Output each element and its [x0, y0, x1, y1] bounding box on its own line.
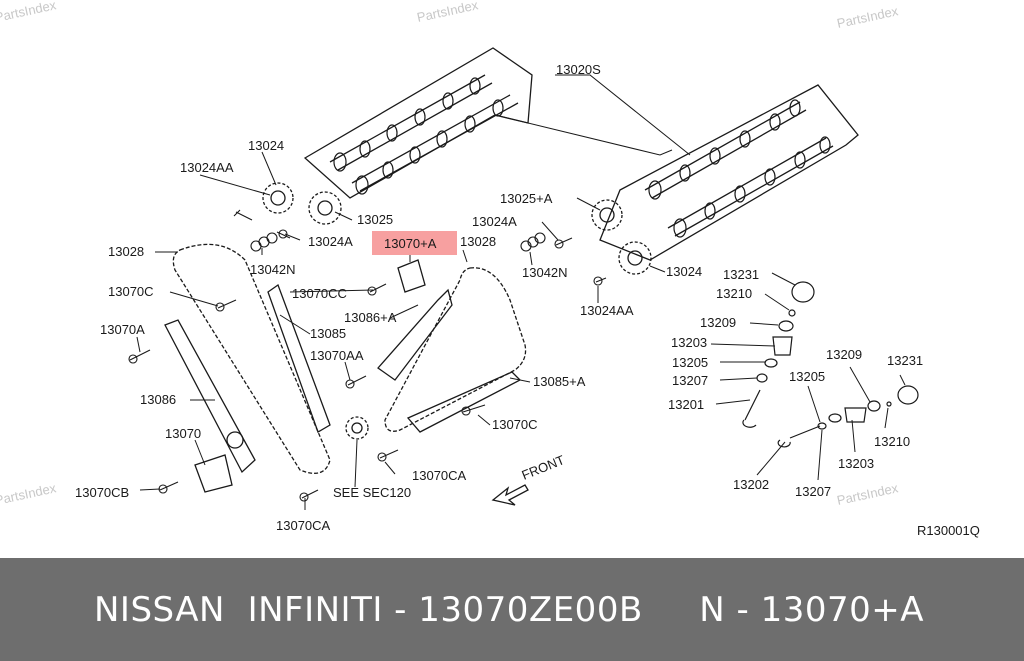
label-13070ca-right: 13070CA	[412, 468, 467, 483]
label-13042n-left: 13042N	[250, 262, 296, 277]
label-13070: 13070	[165, 426, 201, 441]
valve-train	[742, 281, 919, 448]
part-number-banner: NISSAN INFINITI - 13070ZE00B N - 13070+A	[0, 558, 1024, 661]
label-13086: 13086	[140, 392, 176, 407]
sprocket-13024-right	[618, 241, 652, 275]
label-13205-left: 13205	[672, 355, 708, 370]
label-13070c-right: 13070C	[492, 417, 538, 432]
label-13024: 13024	[248, 138, 284, 153]
label-13028-right: 13028	[460, 234, 496, 249]
label-13070ca-bottom: 13070CA	[276, 518, 331, 533]
camshaft-bracket-lines	[494, 74, 691, 156]
watermark: PartsIndex	[836, 480, 900, 508]
label-reference-code: R130001Q	[917, 523, 980, 538]
label-see-sec120: SEE SEC120	[333, 485, 411, 500]
label-13085-a: 13085+A	[533, 374, 586, 389]
camshaft-sprockets	[262, 182, 652, 275]
label-13025-a: 13025+A	[500, 191, 553, 206]
label-front: FRONT	[520, 452, 567, 483]
watermark: PartsIndex	[0, 480, 58, 508]
tensioner-13070-a	[397, 259, 426, 293]
sprocket-13025-a	[591, 199, 623, 231]
label-13025: 13025	[357, 212, 393, 227]
slack-guide-13086	[164, 319, 256, 474]
label-13042n-right: 13042N	[522, 265, 568, 280]
label-13210-top: 13210	[716, 286, 752, 301]
leader-lines	[136, 151, 906, 510]
sprocket-13024	[262, 182, 294, 214]
watermark: PartsIndex	[836, 3, 900, 31]
bolts-and-seals	[128, 209, 607, 502]
slack-guide-13086-a	[377, 288, 453, 381]
label-13024aa-right: 13024AA	[580, 303, 634, 318]
label-13028-left: 13028	[108, 244, 144, 259]
front-arrow	[491, 484, 529, 506]
label-13231-right: 13231	[887, 353, 923, 368]
timing-chain-right	[384, 267, 527, 432]
label-13203-right: 13203	[838, 456, 874, 471]
tensioner-pin	[226, 431, 244, 449]
label-13024a-left: 13024A	[308, 234, 353, 249]
label-13207-left: 13207	[672, 373, 708, 388]
camshaft-bank-left-outline	[303, 47, 533, 199]
watermark: PartsIndex	[0, 0, 58, 25]
camshaft-right-pair	[644, 99, 834, 238]
label-13203-left: 13203	[671, 335, 707, 350]
label-13085: 13085	[310, 326, 346, 341]
label-13070c-left: 13070C	[108, 284, 154, 299]
camshaft-assembly	[303, 47, 859, 261]
label-13231-top: 13231	[723, 267, 759, 282]
label-13207-bottom: 13207	[795, 484, 831, 499]
label-13210-right: 13210	[874, 434, 910, 449]
label-13201: 13201	[668, 397, 704, 412]
label-13070a: 13070A	[100, 322, 145, 337]
chain-guide-13085	[267, 283, 331, 433]
part-number-text: NISSAN INFINITI - 13070ZE00B N - 13070+A	[94, 589, 925, 630]
timing-chain-parts-diagram: PartsIndex PartsIndex PartsIndex PartsIn…	[0, 0, 980, 538]
tensioner-13070	[194, 454, 233, 493]
crank-sprocket	[345, 416, 369, 440]
label-13024aa-top: 13024AA	[180, 160, 234, 175]
sprocket-13025	[308, 191, 342, 225]
label-13202: 13202	[733, 477, 769, 492]
label-13020s: 13020S	[556, 62, 601, 77]
label-13209-left: 13209	[700, 315, 736, 330]
label-13070cb: 13070CB	[75, 485, 129, 500]
label-13070aa: 13070AA	[310, 348, 364, 363]
label-13205-right: 13205	[789, 369, 825, 384]
label-13070-a: 13070+A	[384, 236, 437, 251]
label-13024-right: 13024	[666, 264, 702, 279]
camshaft-left-pair	[329, 74, 519, 195]
label-13209-right: 13209	[826, 347, 862, 362]
timing-chain-left	[172, 243, 331, 474]
highlight-13070-a	[372, 231, 457, 255]
label-13070cc: 13070CC	[292, 286, 347, 301]
label-13086-a: 13086+A	[344, 310, 397, 325]
label-13024a-right: 13024A	[472, 214, 517, 229]
camshaft-bank-right-outline	[599, 84, 859, 261]
watermark: PartsIndex	[416, 0, 480, 25]
